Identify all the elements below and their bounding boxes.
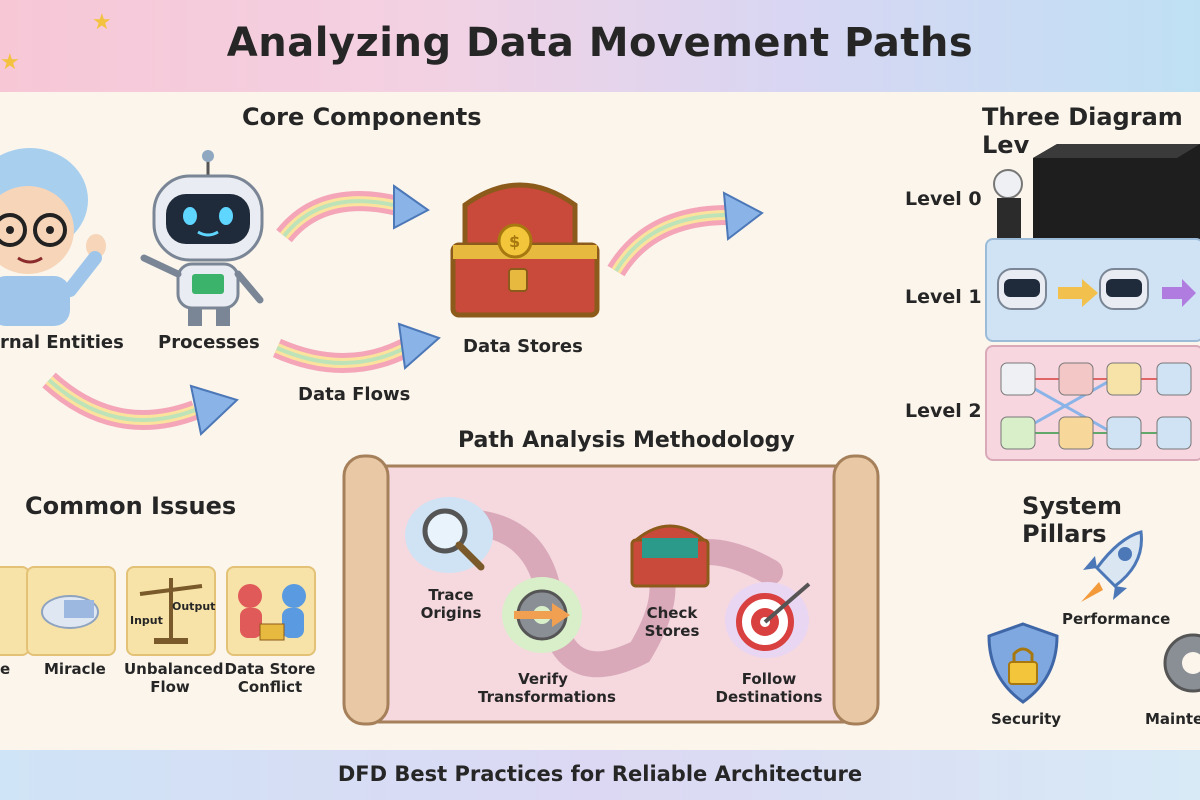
level0-label: Level 0 [905, 188, 982, 210]
scale-icon [139, 578, 203, 644]
target-icon [725, 582, 811, 658]
issue-label-miracle: Miracle [44, 660, 106, 678]
scale-input-label: Input [130, 614, 163, 627]
step-follow-destinations: Follow Destinations [715, 670, 823, 706]
three-diagram-levels-heading: Three Diagram Lev [982, 103, 1183, 159]
scale-output-label: Output [172, 600, 216, 613]
issue-card-miracle [26, 566, 116, 656]
core-components-heading: Core Components [242, 103, 482, 131]
path-analysis-heading: Path Analysis Methodology [458, 428, 795, 453]
svg-text:$: $ [509, 232, 520, 251]
cloud-icon [41, 595, 99, 629]
rainbow-arrow-icon [42, 372, 239, 436]
level0-black-box-icon [993, 144, 1200, 248]
maintenance-gear-icon [1163, 633, 1200, 693]
performance-label: Performance [1062, 610, 1171, 628]
security-label: Security [991, 710, 1062, 728]
title-banner [0, 0, 1200, 92]
data-flows-label: Data Flows [298, 384, 411, 405]
security-shield-icon [987, 622, 1059, 704]
issue-label-unbalanced: Unbalanced Flow [124, 660, 224, 696]
issue-label-0: e [0, 660, 11, 678]
rainbow-arrow-icon [276, 184, 430, 243]
rainbow-arrow-icon [607, 191, 764, 277]
footer-banner [0, 750, 1200, 800]
chest-icon [630, 524, 710, 588]
treasure-chest-icon: $ [450, 182, 600, 318]
issue-card-data-store-conflict [226, 566, 316, 656]
star-icon: ★ [92, 10, 112, 35]
maintenance-label: Mainte [1145, 710, 1200, 728]
level2-network-icon [1000, 362, 1192, 450]
star-icon: ★ [0, 50, 20, 75]
common-issues-heading: Common Issues [25, 492, 237, 520]
step-check-stores: Check Stores [644, 604, 700, 640]
rocket-icon [1081, 530, 1143, 602]
data-stores-label: Data Stores [463, 336, 583, 357]
processes-label: Processes [158, 332, 260, 353]
issue-card-unbalanced-flow: Input Output [126, 566, 216, 656]
magnifier-icon [405, 497, 493, 573]
robot-process-icon [140, 150, 264, 326]
gear-icon [502, 577, 582, 653]
footer-text: DFD Best Practices for Reliable Architec… [337, 762, 863, 786]
level1-flow-icon [997, 268, 1196, 310]
level1-label: Level 1 [905, 286, 982, 308]
step-trace-origins: Trace Origins [420, 586, 482, 622]
tug-of-war-icon [238, 584, 306, 641]
level2-label: Level 2 [905, 400, 982, 422]
issue-label-conflict: Data Store Conflict [224, 660, 316, 696]
system-pillars-heading: System Pillars [1022, 492, 1122, 548]
page-title: Analyzing Data Movement Paths [226, 20, 974, 66]
step-verify-transformations: Verify Transformations [478, 670, 616, 706]
rainbow-arrow-icon [272, 322, 441, 373]
external-entity-icon [0, 148, 106, 326]
external-entities-label: rnal Entities [0, 332, 124, 353]
